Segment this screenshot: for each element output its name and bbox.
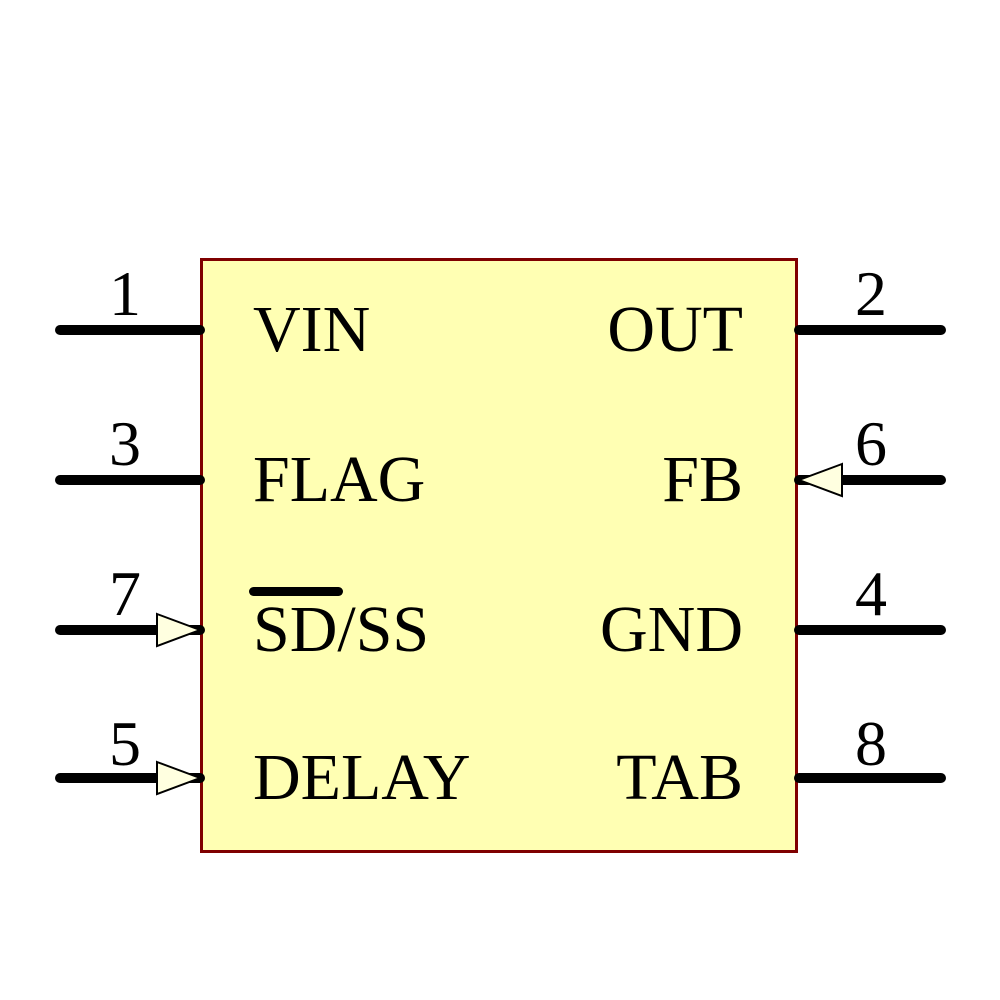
pin-3-lead (55, 475, 205, 485)
pin-label-fb: FB (662, 443, 743, 516)
input-arrow-icon (796, 462, 843, 498)
pin-label-sdss-rest: /SS (337, 593, 430, 666)
pin-label-gnd: GND (600, 593, 743, 666)
pin-4-lead (794, 625, 946, 635)
pin-5-number: 5 (109, 708, 141, 779)
pin-label-delay: DELAY (253, 741, 471, 814)
pin-1-number: 1 (109, 258, 141, 329)
pin-8-number: 8 (855, 708, 887, 779)
pin-label-out: OUT (607, 293, 743, 366)
pin-7-lead (55, 625, 205, 635)
pin-1-lead (55, 325, 205, 335)
pin-label-flag: FLAG (253, 443, 426, 516)
pin-6-number: 6 (855, 408, 887, 479)
input-arrow-icon (156, 760, 203, 796)
ic-body (200, 258, 798, 853)
pin-label-sdss: SD/SS (248, 587, 429, 666)
input-arrow-icon (156, 612, 203, 648)
pin-4-number: 4 (855, 558, 887, 629)
pin-5-lead (55, 773, 205, 783)
pin-2-lead (794, 325, 946, 335)
pin-label-vin: VIN (253, 293, 371, 366)
pin-7-number: 7 (109, 558, 141, 629)
pin-2-number: 2 (855, 258, 887, 329)
pin-label-sdss-overlined: SD (248, 587, 344, 666)
pin-6-lead (794, 475, 946, 485)
pin-8-lead (794, 773, 946, 783)
pin-3-number: 3 (109, 408, 141, 479)
pin-label-tab: TAB (616, 741, 743, 814)
